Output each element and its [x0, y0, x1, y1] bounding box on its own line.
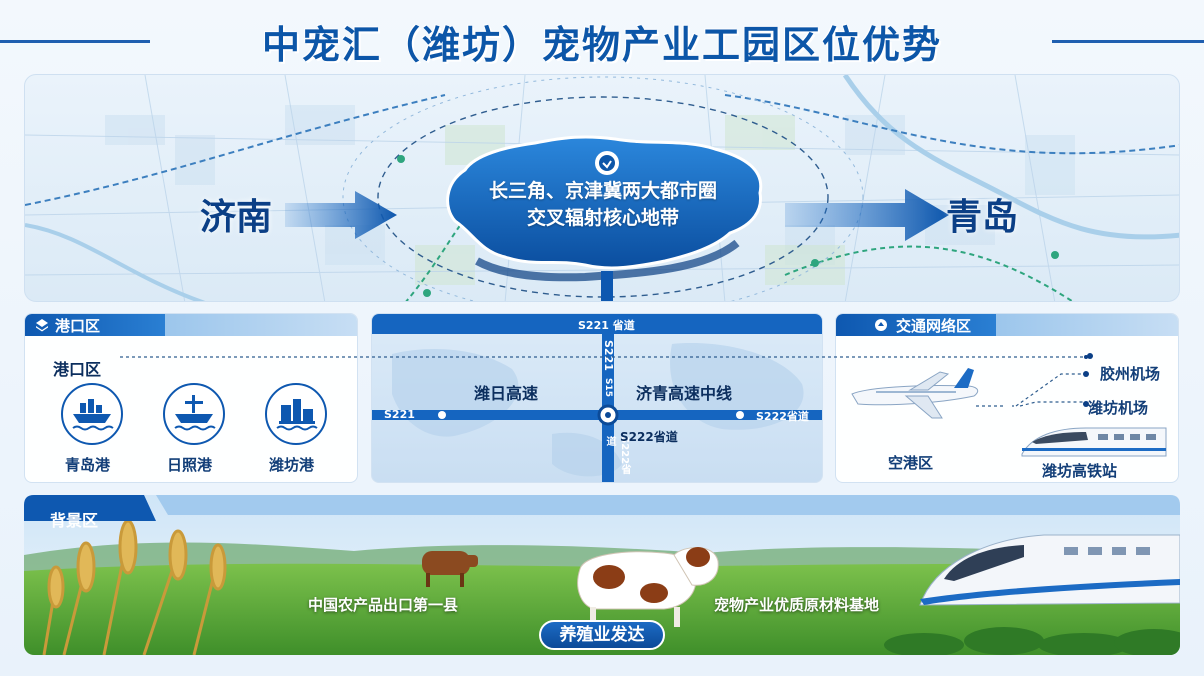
highway-weiri-label: 潍日高速 [474, 384, 539, 403]
road-vertical-bottom-label: S222省道 [604, 436, 630, 475]
airplane-icon [851, 368, 979, 419]
arrow-right [785, 189, 949, 241]
road-top-label: S221 省道 [578, 319, 635, 332]
background-section-title: 背景区 [50, 511, 99, 530]
core-line-1: 长三角、京津冀两大都市圈 [488, 180, 717, 202]
map-background [25, 75, 1179, 301]
title-line-right [1052, 40, 1204, 43]
title-line-left [0, 40, 150, 43]
port-qingdao-label: 青岛港 [65, 456, 111, 474]
hub-panel: S221 省道 S221 S15 S222省道 S221 S222省道 S222… [371, 313, 823, 483]
road-vertical-top-label: S221 [602, 340, 615, 371]
breeding-badge: 养殖业发达 [539, 620, 665, 650]
port-link-line [120, 355, 1088, 359]
port-panel: 港口区 港口区 青岛港 日照港 潍坊港 [24, 313, 358, 483]
title-bar: 中宠汇（潍坊）宠物产业工园区位优势 [0, 0, 1204, 80]
road-network [372, 314, 822, 482]
traffic-panel-header [836, 314, 996, 336]
port-weifang-label: 潍坊港 [269, 456, 315, 474]
layers-icon [36, 319, 48, 332]
rail-station-label: 潍坊高铁站 [1042, 462, 1118, 480]
highspeed-train-icon [919, 534, 1180, 606]
air-zone-label: 空港区 [888, 454, 934, 472]
city-qingdao: 青岛 [946, 197, 1019, 238]
road-right-label: S222省道 [756, 410, 809, 423]
raw-material-caption: 宠物产业优质原材料基地 [714, 596, 880, 614]
background-header-bar [24, 495, 1180, 521]
core-region-shape [446, 135, 763, 270]
port-zone-label: 港口区 [53, 360, 102, 379]
port-rizhao-label: 日照港 [167, 456, 213, 474]
port-panel-header [25, 314, 165, 336]
core-region-text: 长三角、京津冀两大都市圈 交叉辐射核心地带 [458, 178, 748, 232]
cargo-ship-icon [61, 383, 123, 445]
port-panel-title: 港口区 [55, 317, 101, 335]
arrow-left [285, 191, 397, 239]
page-title: 中宠汇（潍坊）宠物产业工园区位优势 [261, 23, 942, 67]
traffic-header-strip [996, 314, 1178, 336]
traffic-graphics [851, 353, 1167, 457]
airport-weifang-label: 潍坊机场 [1088, 399, 1149, 417]
core-line-2: 交叉辐射核心地带 [526, 207, 679, 229]
cow-far-icon [422, 551, 478, 587]
location-pin-icon [595, 151, 619, 175]
airport-jiaozhou-label: 胶州机场 [1100, 365, 1161, 383]
road-left-label: S221 [384, 408, 415, 421]
map-panel [24, 74, 1180, 302]
highway-jiqing-label: 济青高速中线 [636, 384, 733, 403]
port-header-strip [165, 314, 357, 336]
traffic-panel-title: 交通网络区 [896, 317, 972, 335]
city-jinan: 济南 [200, 197, 273, 238]
traffic-panel: 交通网络区 胶州机场 潍坊机场 空港区 潍坊高铁站 [835, 313, 1179, 483]
agri-export-caption: 中国农产品出口第一县 [308, 596, 459, 614]
road-vertical-mid-label: S15 [603, 378, 613, 398]
ship-icon [163, 383, 225, 445]
road-center-label: S222省道 [620, 430, 678, 444]
transport-icon [875, 319, 887, 331]
cow-near-icon [577, 547, 719, 627]
bullet-train-icon [1021, 427, 1167, 457]
port-building-icon [265, 383, 327, 445]
